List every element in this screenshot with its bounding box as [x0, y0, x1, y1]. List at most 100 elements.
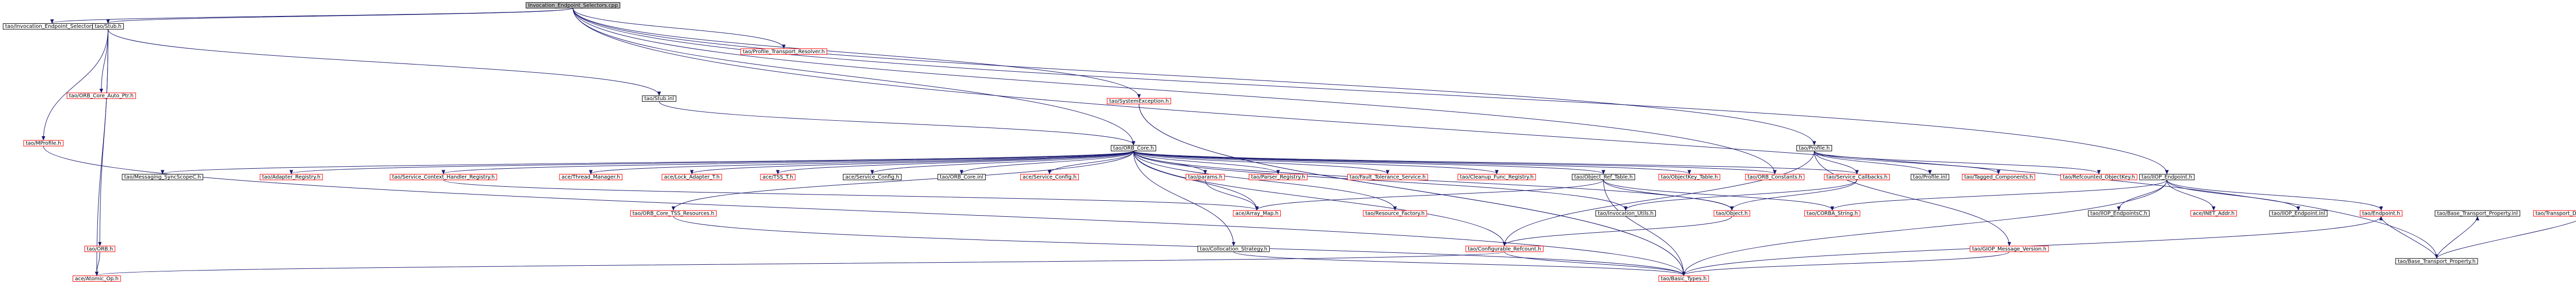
- node-tagged-components-h[interactable]: tao/Tagged_Components.h: [1962, 174, 2036, 181]
- node-box: [1248, 174, 1308, 181]
- node-configurable-refcount-h[interactable]: tao/Configurable_Refcount.h: [1465, 246, 1544, 252]
- node-label: tao/ORB_Core_TSS_Resources.h: [633, 211, 715, 217]
- edge-orb_core_h-to-parser_registry_h: [1133, 151, 1278, 174]
- edge-root-to-profile_transport_resolver_h: [572, 8, 784, 49]
- node-box: [1111, 145, 1157, 152]
- node-box: [2533, 210, 2576, 217]
- node-label: tao/Endpoint.h: [2362, 211, 2400, 217]
- node-inet-addr-h[interactable]: ace/INET_Addr.h: [2190, 210, 2237, 217]
- node-label: tao/Object_Ref_Table.h: [1574, 174, 1633, 180]
- node-invocation-utils-h[interactable]: tao/Invocation_Utils.h: [1595, 210, 1656, 217]
- edge-scch_registry_h-to-array_map_h: [443, 180, 1257, 210]
- node-tss-t-h[interactable]: ace/TSS_T.h: [760, 174, 795, 181]
- node-parser-registry-h[interactable]: tao/Parser_Registry.h: [1248, 174, 1308, 181]
- node-box: [1796, 145, 1833, 152]
- node-iiop-endpointsc-h[interactable]: tao/IIOP_EndpointsC.h: [2088, 210, 2150, 217]
- node-refcounted-objectkey-h[interactable]: tao/Refcounted_ObjectKey.h: [2060, 174, 2138, 181]
- node-base-transport-property-h[interactable]: tao/Base_Transport_Property.h: [2395, 258, 2478, 265]
- node-cleanup-func-registry-h[interactable]: tao/Cleanup_Func_Registry.h: [1458, 174, 1536, 181]
- node-stub-inl[interactable]: tao/Stub.inl: [642, 95, 676, 102]
- edge-stub_h-to-stub_inl: [108, 29, 659, 95]
- node-box: [1658, 275, 1709, 282]
- node-orb-core-tss-resources-h[interactable]: tao/ORB_Core_TSS_Resources.h: [630, 210, 717, 217]
- node-object-ref-table-h[interactable]: tao/Object_Ref_Table.h: [1571, 174, 1635, 181]
- node-profile-transport-resolver-h[interactable]: tao/Profile_Transport_Resolver.h: [740, 48, 827, 55]
- node-array-map-h[interactable]: ace/Array_Map.h: [1233, 210, 1281, 217]
- node-box: [260, 174, 323, 181]
- node-label: tao/ORB_Core.h: [1113, 146, 1154, 151]
- node-service-callbacks-h[interactable]: tao/Service_Callbacks.h: [1824, 174, 1890, 181]
- edge-orb_core_h-to-objectkey_table_h: [1133, 151, 1689, 174]
- edge-configurable_refcount_h-to-atomic_op_h: [97, 251, 1505, 276]
- node-label: tao/Service_Callbacks.h: [1826, 174, 1888, 180]
- file-nodes: Invocation_Endpoint_Selectors.cpp tao/Inv…: [3, 2, 2576, 282]
- edge-root-to-systemexception_h: [572, 8, 1139, 98]
- node-collocation-strategy-h[interactable]: tao/Collocation_Strategy.h: [1197, 246, 1270, 252]
- node-orb-core-inl[interactable]: tao/ORB_Core.inl: [937, 174, 986, 181]
- edge-root-to-giop_endpoint_h: [572, 8, 2167, 174]
- node-objectkey-table-h[interactable]: tao/ObjectKey_Table.h: [1658, 174, 1720, 181]
- node-label: ace/Lock_Adapter_T.h: [664, 174, 720, 180]
- node-mprofile-h[interactable]: tao/MProfile.h: [23, 140, 64, 147]
- node-transport-descriptor-interface-h[interactable]: tao/Transport_Descriptor_Interface.h: [2533, 210, 2576, 217]
- node-label: tao/ObjectKey_Table.h: [1661, 174, 1718, 180]
- node-thread-manager-h[interactable]: ace/Thread_Manager.h: [559, 174, 623, 181]
- node-label: ace/Thread_Manager.h: [562, 174, 620, 180]
- edge-orb_core_h-to-orb_core_inl: [961, 151, 1134, 174]
- node-tao-ulong-h[interactable]: tao/Basic_Types.h: [1658, 275, 1709, 282]
- node-profile-h[interactable]: tao/Profile.h: [1796, 145, 1833, 152]
- node-giop-endpoint-h[interactable]: tao/IIOP_Endpoint.h: [2139, 174, 2195, 181]
- node-orb-core-auto-ptr-h[interactable]: tao/ORB_Core_Auto_Ptr.h: [66, 92, 136, 99]
- node-params-h[interactable]: tao/params.h: [1185, 174, 1225, 181]
- node-box: [1458, 174, 1536, 181]
- node-box: [2360, 210, 2403, 217]
- node-adapter-registry-h[interactable]: tao/Adapter_Registry.h: [260, 174, 323, 181]
- node-atomic-op-h[interactable]: ace/Atomic_Op.h: [72, 275, 121, 282]
- node-root[interactable]: Invocation_Endpoint_Selectors.cpp: [526, 2, 620, 9]
- node-box: [2269, 210, 2328, 217]
- node-box: [843, 174, 902, 181]
- node-ace-service-config-h[interactable]: ace/Service_Config.h: [843, 174, 902, 181]
- node-corba-string-h[interactable]: tao/CORBA_String.h: [1804, 210, 1860, 217]
- edge-params_h-to-array_map_h: [1205, 180, 1257, 210]
- edge-giop_message_version_h-to-tao_ulong_h: [1684, 251, 2010, 276]
- node-label: tao/ORB.h: [87, 246, 113, 252]
- node-lock-adapter-t-h[interactable]: ace/Lock_Adapter_T.h: [662, 174, 722, 181]
- edge-giop_endpoint_h-to-iiop_endpoint_inl: [2166, 180, 2298, 210]
- edge-object_ref_table_h-to-array_map_h: [1257, 180, 1604, 210]
- node-box: [1233, 210, 1281, 217]
- node-messaging-syncscopec-h[interactable]: tao/Messaging_SyncScopeC.h: [122, 174, 204, 181]
- node-fault-tolerance-service-h[interactable]: tao/Fault_Tolerance_Service.h: [1347, 174, 1428, 181]
- node-scch-registry-h[interactable]: tao/Service_Context_Handler_Registry.h: [389, 174, 497, 181]
- edge-orb_core_h-to-configurable_refcount_h: [1133, 151, 1504, 246]
- node-endpoint-h[interactable]: tao/Endpoint.h: [2360, 210, 2403, 217]
- node-base-transport-property-inl[interactable]: tao/Base_Transport_Property.inl: [2434, 210, 2520, 217]
- node-profile-inl[interactable]: tao/Profile.inl: [1910, 174, 1950, 181]
- node-orb-core-h[interactable]: tao/ORB_Core.h: [1111, 145, 1157, 152]
- node-tao-service-config-h[interactable]: ace/Service_Config.h: [1020, 174, 1079, 181]
- node-box: [1107, 98, 1172, 104]
- node-stub-h[interactable]: tao/Stub.h: [92, 23, 124, 30]
- node-iiop-endpoint-inl[interactable]: tao/IIOP_Endpoint.inl: [2269, 210, 2328, 217]
- node-box: [1363, 210, 1427, 217]
- node-systemexception-h[interactable]: tao/SystemException.h: [1107, 98, 1172, 104]
- node-box: [2434, 210, 2520, 217]
- node-ies-h[interactable]: tao/Invocation_Endpoint_Selectors.h: [3, 23, 101, 30]
- node-box: [1658, 174, 1720, 181]
- node-box: [2190, 210, 2237, 217]
- node-giop-message-version-h[interactable]: tao/GIOP_Message_Version.h: [1970, 246, 2049, 252]
- node-resource-factory-h[interactable]: tao/Resource_Factory.h: [1363, 210, 1427, 217]
- node-box: [2060, 174, 2138, 181]
- edge-stub_h-to-atomic_op_h: [97, 29, 109, 276]
- node-box: [1197, 246, 1270, 252]
- node-label: tao/IIOP_Endpoint.h: [2142, 174, 2192, 180]
- node-orb-h[interactable]: tao/ORB.h: [84, 246, 115, 252]
- node-label: ace/Service_Config.h: [845, 174, 900, 180]
- node-label: tao/ORB_Core.inl: [940, 174, 983, 180]
- node-orb-constants-h[interactable]: tao/ORB_Constants.h: [1745, 174, 1805, 181]
- node-object-h[interactable]: tao/Object.h: [1714, 210, 1750, 217]
- edge-orb_core_h-to-invocation_utils_h: [1133, 151, 1625, 210]
- edge-profile_h-to-tagged_components_h: [1814, 151, 1998, 174]
- node-box: [66, 92, 136, 99]
